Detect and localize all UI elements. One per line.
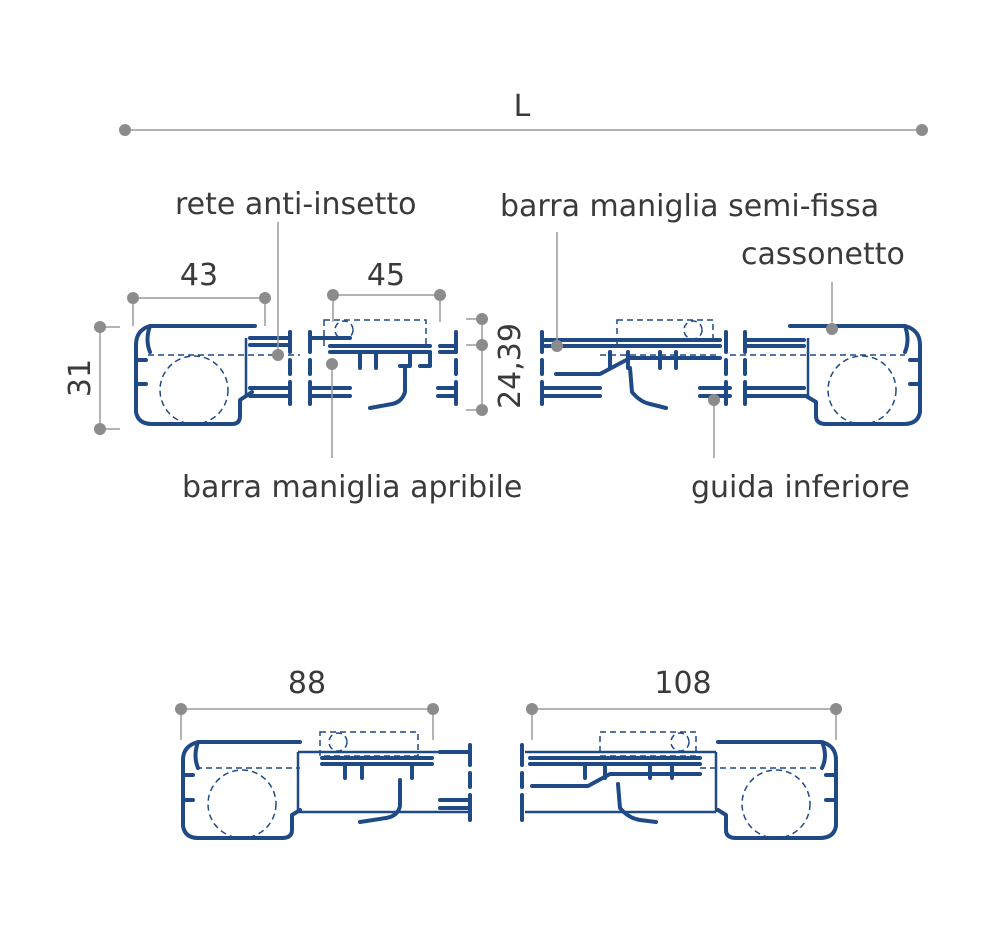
dimension-height: 31 xyxy=(63,321,120,435)
dimension-handle: 45 xyxy=(327,258,446,322)
dimension-rail-height-label: 24,39 xyxy=(493,323,528,409)
callout-semi-fixed-bar: barra maniglia semi-fissa xyxy=(500,189,879,352)
dimension-handle-label: 45 xyxy=(367,258,405,293)
semi-fixed-handle-bar xyxy=(540,319,732,410)
left-box-profile xyxy=(134,324,300,426)
label-insect-screen: rete anti-insetto xyxy=(175,187,417,222)
dimension-bottom-left: 88 xyxy=(175,666,439,740)
dimension-bottom-left-label: 88 xyxy=(288,666,326,701)
label-bottom-guide: guida inferiore xyxy=(691,470,910,505)
dimension-total-width: L xyxy=(119,89,928,136)
dimension-rail-height: 24,39 xyxy=(466,313,528,416)
dimension-bottom-right-label: 108 xyxy=(654,666,711,701)
dimension-bottom-right: 108 xyxy=(526,666,842,740)
bottom-left-assembly: 88 xyxy=(175,666,472,840)
dimension-height-label: 31 xyxy=(63,359,98,397)
callout-opening-bar: barra maniglia apribile xyxy=(182,358,522,505)
bottom-right-assembly: 108 xyxy=(520,666,842,840)
top-assembly: 43 45 31 24,39 xyxy=(63,187,922,505)
dimension-total-width-label: L xyxy=(514,89,531,124)
insect-screen-rails xyxy=(248,330,352,406)
label-opening-bar: barra maniglia apribile xyxy=(182,470,522,505)
opening-handle-bar xyxy=(323,319,458,410)
label-box: cassonetto xyxy=(741,237,905,272)
dimension-left-box: 43 xyxy=(127,258,271,326)
callout-box: cassonetto xyxy=(741,237,905,335)
dimension-left-box-label: 43 xyxy=(180,258,218,293)
right-box-profile xyxy=(730,324,922,426)
callout-insect-screen: rete anti-insetto xyxy=(175,187,417,361)
callout-bottom-guide: guida inferiore xyxy=(691,394,910,505)
label-semi-fixed-bar: barra maniglia semi-fissa xyxy=(500,189,879,224)
